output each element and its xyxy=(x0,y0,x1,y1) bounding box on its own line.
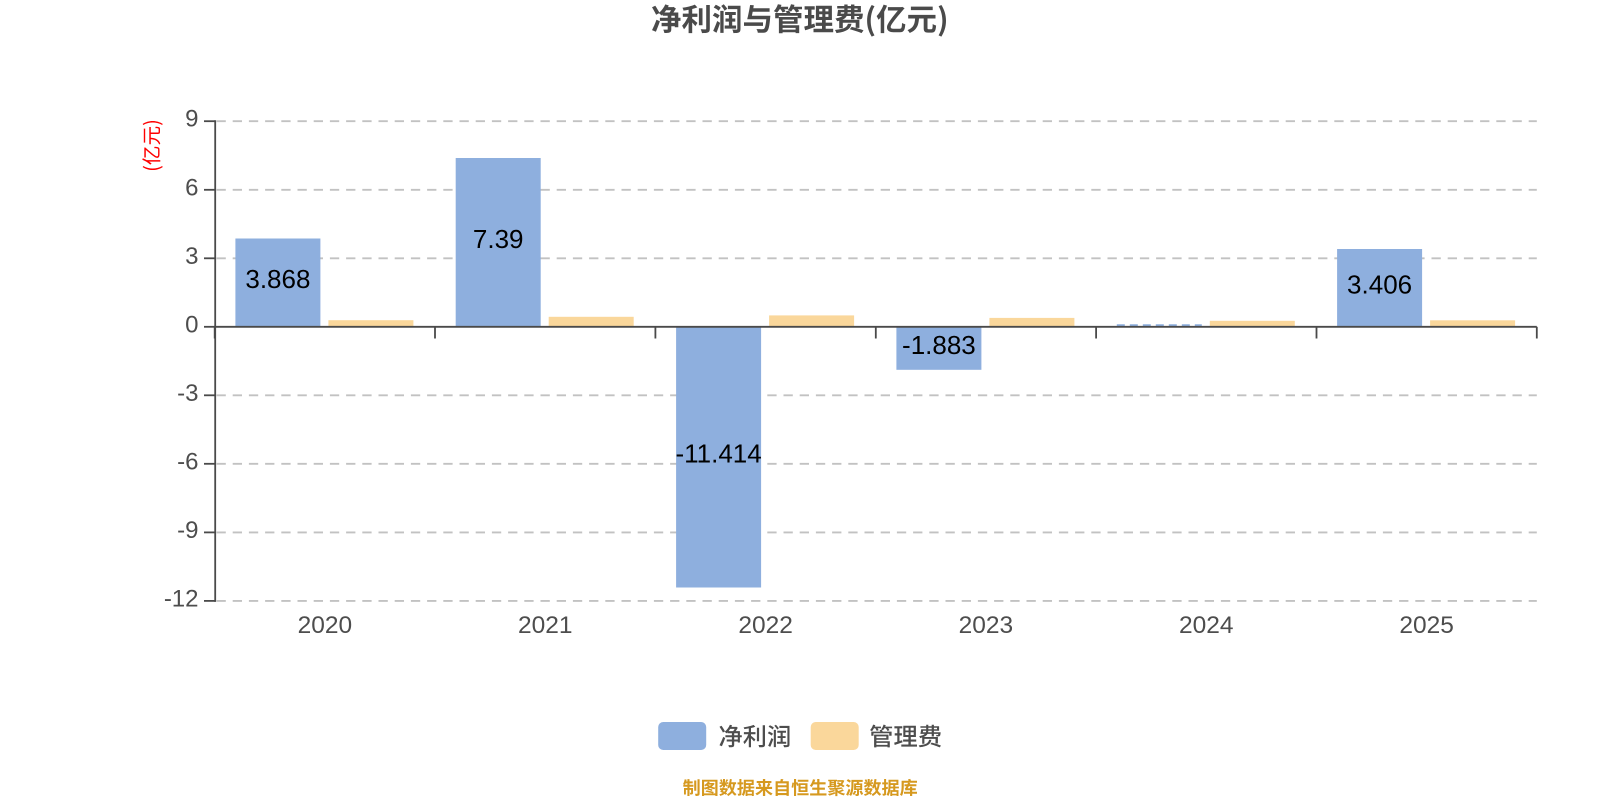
svg-text:3.868: 3.868 xyxy=(245,264,310,294)
svg-text:3.406: 3.406 xyxy=(1347,269,1412,299)
svg-text:2023: 2023 xyxy=(959,612,1014,639)
svg-text:6: 6 xyxy=(185,174,198,201)
svg-text:7.39: 7.39 xyxy=(473,224,524,254)
svg-text:2022: 2022 xyxy=(738,612,793,639)
svg-text:3: 3 xyxy=(185,243,198,270)
svg-text:9: 9 xyxy=(185,106,198,133)
svg-text:-9: -9 xyxy=(177,517,198,544)
svg-text:-11.414: -11.414 xyxy=(675,439,761,469)
svg-text:-1.883: -1.883 xyxy=(902,330,976,360)
svg-text:-6: -6 xyxy=(177,448,198,475)
svg-text:2024: 2024 xyxy=(1179,612,1234,639)
svg-text:0: 0 xyxy=(185,311,198,338)
svg-text:2021: 2021 xyxy=(518,612,573,639)
svg-text:2020: 2020 xyxy=(298,612,353,639)
svg-text:-12: -12 xyxy=(164,585,199,612)
svg-text:2025: 2025 xyxy=(1399,612,1454,639)
svg-text:-3: -3 xyxy=(177,380,198,407)
